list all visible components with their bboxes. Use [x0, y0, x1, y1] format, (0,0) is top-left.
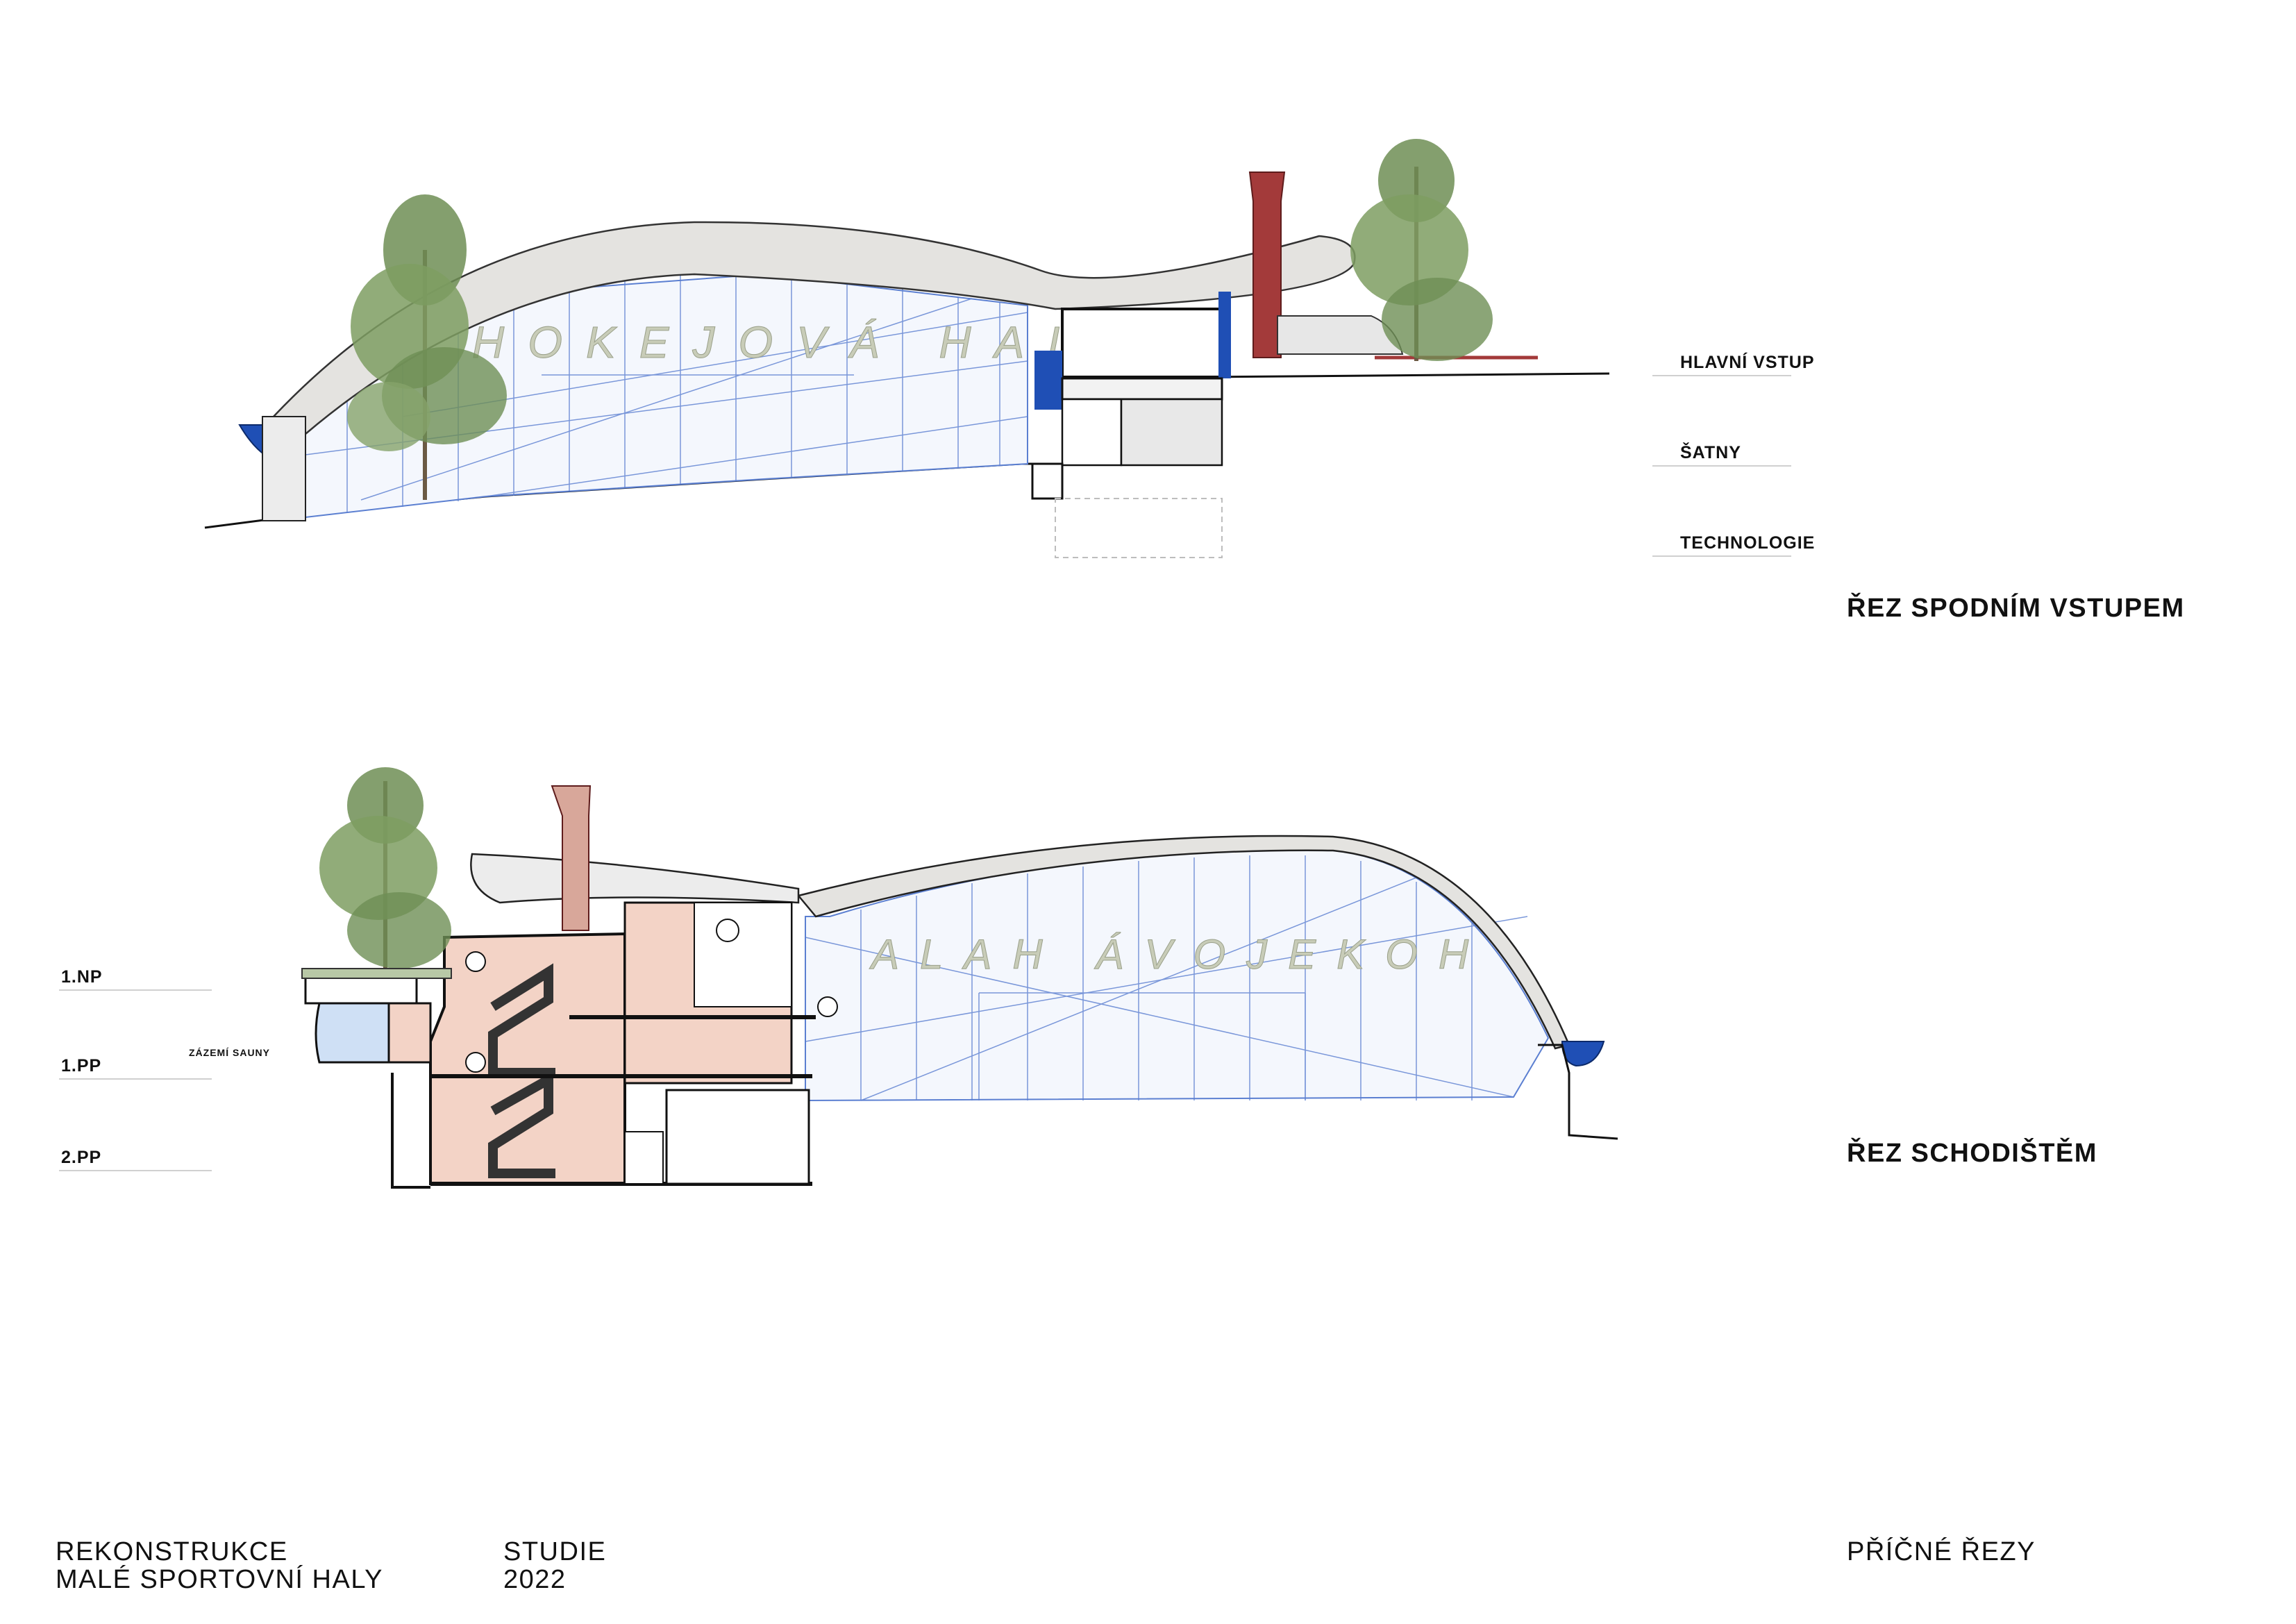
- level-label-1np: 1.NP: [61, 967, 103, 987]
- tree-bottom: [319, 767, 451, 979]
- left-wall: [262, 416, 306, 521]
- gutter-right: [1561, 1041, 1605, 1067]
- project-name: REKONSTRUKCE MALÉ SPORTOVNÍ HALY: [56, 1538, 383, 1593]
- changing-room: [1120, 398, 1223, 467]
- porthole-2: [465, 1052, 486, 1073]
- bottom-section: ALAH ÁVOJEKOH: [301, 767, 1618, 1189]
- level-line-1np: [59, 989, 212, 991]
- level-label-satny: ŠATNY: [1680, 443, 1741, 462]
- project-line-1: REKONSTRUKCE: [56, 1537, 288, 1566]
- lower-room: [1061, 398, 1123, 467]
- level-label-technologie: TECHNOLOGIE: [1680, 533, 1816, 553]
- lamp: [716, 919, 739, 942]
- sauna-roof: [304, 974, 418, 1005]
- section-title-bottom: ŘEZ SCHODIŠTĚM: [1847, 1139, 2097, 1168]
- right-footing: [1538, 1044, 1618, 1140]
- level-line-satny: [1652, 465, 1791, 467]
- room-note-sauna: ZÁZEMÍ SAUNY: [189, 1047, 270, 1058]
- lobby-white: [694, 902, 792, 1007]
- stair-core: [429, 932, 626, 1185]
- level-line-technologie: [1652, 555, 1791, 557]
- project-phase: STUDIE 2022: [503, 1538, 606, 1593]
- entrance-upper: [1061, 308, 1223, 378]
- lower-technology: [665, 1089, 810, 1185]
- level-label-hlavni-vstup: HLAVNÍ VSTUP: [1680, 353, 1815, 372]
- top-section: HOKEJOVÁ HALA: [204, 139, 1610, 558]
- tree-top-left: [347, 194, 507, 500]
- project-line-2: MALÉ SPORTOVNÍ HALY: [56, 1565, 383, 1594]
- roof-shell: [262, 221, 1356, 435]
- level-line-hlavni: [1652, 375, 1791, 376]
- hall-sign-bottom: ALAH ÁVOJEKOH: [869, 931, 1489, 978]
- blue-panel-1: [1034, 351, 1062, 410]
- tech-shaft: [1031, 462, 1064, 500]
- tree-top-right: [1350, 139, 1493, 361]
- level-line-1pp: [59, 1078, 212, 1080]
- ground-line-upper: [1207, 372, 1610, 378]
- phase-line-2: 2022: [503, 1565, 567, 1594]
- level-line-2pp: [59, 1170, 212, 1171]
- front-canopy: [470, 853, 800, 904]
- phase-line-1: STUDIE: [503, 1537, 607, 1566]
- stair-flight-2: [488, 1071, 555, 1178]
- arena-glazing-grid: [805, 855, 1528, 1101]
- stair-flight-1: [488, 963, 555, 1078]
- chimney-top: [1248, 171, 1286, 358]
- technology-space: [1055, 498, 1223, 558]
- lower-service: [624, 1131, 664, 1184]
- level-label-1pp: 1.PP: [61, 1056, 102, 1075]
- sauna-support: [387, 1002, 432, 1064]
- porthole-1: [465, 951, 486, 972]
- retaining-wall: [391, 1073, 430, 1189]
- planter: [301, 968, 452, 979]
- entrance-slab: [1061, 377, 1223, 401]
- chimney-bottom: [551, 785, 592, 931]
- porthole-3: [817, 996, 838, 1017]
- blue-panel-2: [1218, 292, 1231, 378]
- level-label-2pp: 2.PP: [61, 1148, 102, 1167]
- section-title-top: ŘEZ SPODNÍM VSTUPEM: [1847, 594, 2185, 623]
- hall-sign-top: HOKEJOVÁ HALA: [472, 317, 1150, 367]
- sheet-title: PŘÍČNÉ ŘEZY: [1847, 1537, 2036, 1566]
- sauna-room: [315, 1002, 390, 1064]
